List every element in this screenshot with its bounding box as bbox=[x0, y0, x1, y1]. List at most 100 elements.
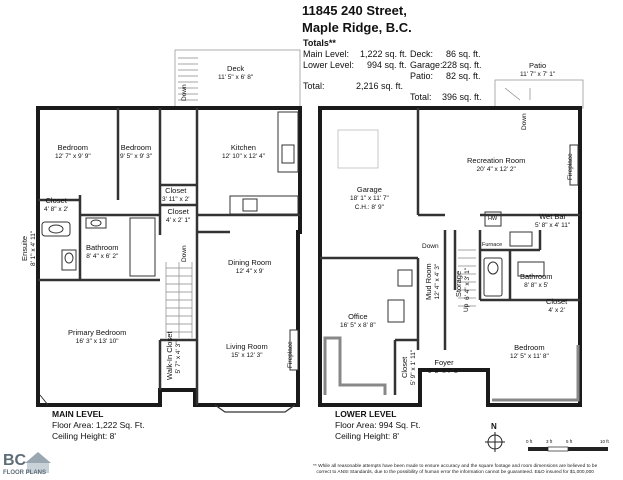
patio-total-value: 82 sq. ft. bbox=[446, 71, 481, 81]
deck-total-value: 86 sq. ft. bbox=[446, 49, 481, 59]
main-level-caption: MAIN LEVEL Floor Area: 1,222 Sq. Ft. Cei… bbox=[52, 409, 145, 442]
room-dimensions: 11' 5" x 6' 8" bbox=[218, 74, 254, 81]
garage-total-label: Garage: bbox=[410, 60, 443, 70]
room-walkin-closet: Walk-In Closet 5' 7" x 4' 3" bbox=[165, 331, 183, 380]
room-office: Office 16' 5" x 8' 8" bbox=[340, 312, 376, 330]
room-dimensions: 11' 7" x 7' 1" bbox=[520, 71, 556, 78]
room-name: Foyer bbox=[434, 358, 454, 367]
room-name: Mud Room bbox=[424, 263, 433, 300]
room-bathroom-main: Bathroom 8' 4" x 6' 2" bbox=[86, 243, 119, 261]
compass-north-label: N bbox=[491, 422, 497, 431]
room-dimensions: 4' x 2' bbox=[548, 307, 565, 314]
room-dimensions: 5' 9" x 1' 11" bbox=[410, 349, 417, 385]
deck-total-label: Deck: bbox=[410, 49, 434, 59]
label-fireplace-lower: Fireplace bbox=[567, 153, 574, 180]
scale-tick-0: 0 ft bbox=[526, 439, 533, 444]
room-deck: Deck 11' 5" x 6' 8" bbox=[218, 64, 253, 82]
room-name: Bedroom bbox=[120, 143, 152, 152]
room-closet-lower-b: Closet 5' 9" x 1' 11" bbox=[400, 350, 418, 385]
room-garage: Garage 18' 1" x 11' 7" C.H.: 8' 9" bbox=[350, 185, 389, 212]
room-dimensions: 3' 11" x 2' bbox=[162, 196, 190, 203]
room-name: Dining Room bbox=[228, 258, 272, 267]
room-dining: Dining Room 12' 4" x 9' bbox=[228, 258, 271, 276]
room-name: Closet bbox=[167, 207, 189, 216]
main-level-walls bbox=[36, 49, 302, 413]
main-level-total-value: 1,222 sq. ft. bbox=[360, 49, 408, 59]
disclaimer-line-2: correct to ANSI Standards, due to the po… bbox=[316, 470, 594, 475]
room-name: Walk-In Closet bbox=[165, 331, 174, 380]
room-name: Patio bbox=[529, 61, 547, 70]
room-dimensions: 8' 8" x 5' bbox=[524, 282, 549, 289]
room-bathroom-lower: Bathroom 8' 8" x 5' bbox=[520, 272, 553, 290]
label-down-stairs: Down bbox=[181, 245, 188, 262]
total2-value: 396 sq. ft. bbox=[442, 92, 482, 102]
room-dimensions: 20' 4" x 12' 2" bbox=[476, 166, 516, 173]
scale-tick-3: 3 ft bbox=[546, 439, 553, 444]
main-level-title: MAIN LEVEL bbox=[52, 409, 104, 419]
total-label: Total: bbox=[303, 81, 325, 91]
room-dimensions: 12' 5" x 11' 8" bbox=[510, 353, 549, 360]
room-name: Bathroom bbox=[520, 272, 553, 281]
room-dimensions: 6' 4" x 3' 1" bbox=[464, 267, 471, 300]
room-primary-bedroom: Primary Bedroom 16' 3" x 13' 10" bbox=[68, 328, 126, 346]
room-name: Bedroom bbox=[57, 143, 89, 152]
room-dimensions: 12' 7" x 9' 9" bbox=[55, 153, 91, 160]
address-line-1: 11845 240 Street, bbox=[302, 3, 407, 18]
room-dimensions: 12' 10" x 12' 4" bbox=[222, 153, 265, 160]
scale-bar bbox=[528, 446, 608, 452]
room-name: Wet Bar bbox=[539, 212, 567, 221]
label-down-patio: Down bbox=[521, 113, 528, 130]
room-dimensions: 9' 3" x 7' 8" bbox=[428, 368, 461, 375]
room-bedroom-lower: Bedroom 12' 5" x 11' 8" bbox=[510, 343, 549, 361]
room-foyer: Foyer 9' 3" x 7' 8" bbox=[428, 358, 460, 376]
label-hw: HW bbox=[488, 216, 498, 222]
total2-label: Total: bbox=[410, 92, 432, 102]
scale-tick-10: 10 ft bbox=[600, 439, 609, 444]
room-name: Storage bbox=[454, 270, 463, 298]
room-storage: Storage 6' 4" x 3' 1" bbox=[454, 268, 472, 300]
compass-icon bbox=[485, 432, 505, 452]
room-dimensions: 8' 1" x 4' 11" bbox=[30, 230, 37, 266]
lower-level-area: Floor Area: 994 Sq. Ft. bbox=[335, 420, 421, 430]
room-name: Recreation Room bbox=[467, 156, 526, 165]
room-dimensions: 16' 3" x 13' 10" bbox=[75, 338, 119, 345]
room-dimensions: 9' 5" x 9' 3" bbox=[120, 153, 153, 160]
room-bedroom-left: Bedroom 12' 7" x 9' 9" bbox=[55, 143, 91, 161]
room-dimensions: 15' x 12' 3" bbox=[231, 352, 263, 359]
room-dimensions: 12' 4" x 9' bbox=[235, 268, 264, 275]
patio-total-label: Patio: bbox=[410, 71, 434, 81]
room-dimensions: 5' 7" x 4' 3" bbox=[175, 341, 182, 374]
room-bedroom-mid: Bedroom 9' 5" x 9' 3" bbox=[120, 143, 152, 161]
room-dimensions: 4' x 2' 1" bbox=[166, 217, 191, 224]
main-level-total-label: Main Level: bbox=[303, 49, 350, 59]
room-name: Closet bbox=[546, 297, 568, 306]
label-down-deck: Down bbox=[181, 84, 188, 101]
room-closet-c: Closet 4' x 2' 1" bbox=[166, 207, 190, 225]
garage-total-value: 228 sq. ft. bbox=[442, 60, 482, 70]
lower-level-ceiling: Ceiling Height: 8' bbox=[335, 431, 399, 441]
room-name: Kitchen bbox=[230, 143, 256, 152]
main-level-area: Floor Area: 1,222 Sq. Ft. bbox=[52, 420, 145, 430]
main-level-ceiling: Ceiling Height: 8' bbox=[52, 431, 116, 441]
total-value: 2,216 sq. ft. bbox=[356, 81, 404, 91]
room-living: Living Room 15' x 12' 3" bbox=[226, 342, 268, 360]
room-kitchen: Kitchen 12' 10" x 12' 4" bbox=[222, 143, 265, 161]
room-name: Closet bbox=[165, 186, 187, 195]
label-furnace: Furnace bbox=[482, 242, 503, 248]
lower-level-title: LOWER LEVEL bbox=[335, 409, 397, 419]
room-name: Closet bbox=[400, 356, 409, 379]
lower-level-total-label: Lower Level: bbox=[303, 60, 355, 70]
room-name: Bedroom bbox=[514, 343, 545, 352]
room-name: Closet bbox=[45, 196, 67, 205]
room-wet-bar: Wet Bar 5' 8" x 4' 11" bbox=[535, 212, 570, 230]
label-up-stairs: Up bbox=[463, 303, 470, 312]
room-name: Deck bbox=[227, 64, 245, 73]
totals-heading: Totals** bbox=[303, 38, 336, 48]
room-dimensions: 4' 8" x 2' bbox=[44, 206, 69, 213]
room-name: Primary Bedroom bbox=[68, 328, 127, 337]
lower-level-walls bbox=[318, 79, 584, 407]
room-ensuite: Ensuite 8' 1" x 4' 11" bbox=[20, 231, 38, 266]
room-patio: Patio 11' 7" x 7' 1" bbox=[520, 61, 555, 79]
room-dimensions: 16' 5" x 8' 8" bbox=[340, 322, 376, 329]
room-mud-room: Mud Room 12' 4" x 4' 3" bbox=[424, 263, 442, 300]
